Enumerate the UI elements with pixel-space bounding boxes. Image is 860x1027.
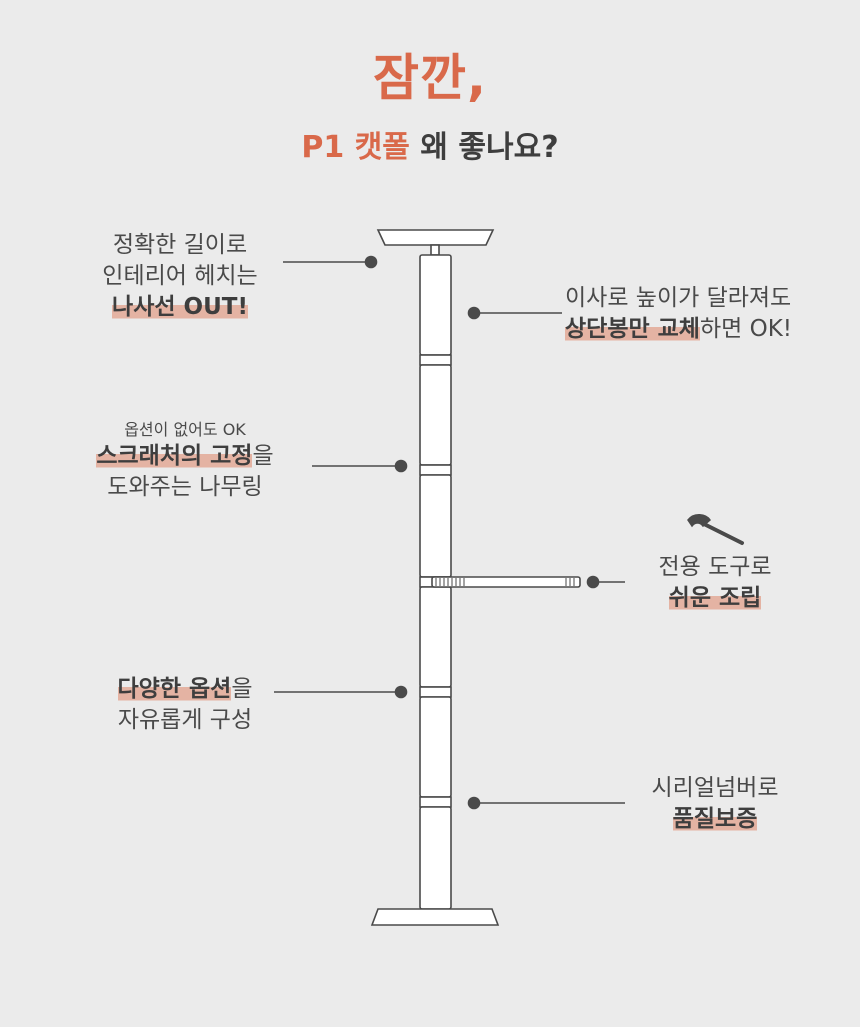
- feature-scratcher-highlight: 스크래처의 고정: [96, 443, 253, 469]
- feature-options: 다양한 옵션을 자유롭게 구성: [95, 674, 275, 736]
- feature-tool-line1: 전용 도구로: [658, 554, 772, 580]
- feature-tool: 전용 도구로 쉬운 조립: [640, 552, 790, 614]
- feature-scratcher-line3: 도와주는 나무링: [107, 474, 263, 500]
- top-plate: [376, 229, 495, 246]
- top-connector: [430, 244, 440, 256]
- feature-length-line1: 정확한 길이로: [112, 232, 248, 258]
- side-arm: [431, 576, 581, 588]
- subtitle: P1 캣폴 왜 좋나요?: [0, 122, 860, 166]
- feature-options-highlight: 다양한 옵션: [117, 676, 232, 702]
- wrench-icon: [687, 514, 744, 545]
- pole-segment: [419, 806, 452, 910]
- pole-segment: [419, 696, 452, 798]
- wood-ring: [419, 796, 452, 808]
- wood-ring: [419, 686, 452, 698]
- pole-segment: [419, 586, 452, 688]
- arm-grip: [435, 578, 575, 586]
- feature-height-tail: 하면 OK!: [699, 316, 793, 342]
- feature-length-highlight: 나사선 OUT!: [112, 294, 248, 320]
- feature-tool-highlight: 쉬운 조립: [668, 585, 762, 611]
- feature-height: 이사로 높이가 달라져도 상단봉만 교체하면 OK!: [565, 283, 845, 345]
- feature-height-highlight: 상단봉만 교체: [565, 316, 700, 342]
- feature-serial-highlight: 품질보증: [672, 806, 758, 832]
- feature-options-line2: 자유롭게 구성: [117, 707, 253, 733]
- pole-segment: [419, 474, 452, 578]
- wood-ring: [419, 354, 452, 366]
- pole-segment: [419, 364, 452, 466]
- feature-serial: 시리얼넘버로 품질보증: [635, 773, 795, 835]
- feature-length: 정확한 길이로 인테리어 헤치는 나사선 OUT!: [90, 230, 270, 323]
- subtitle-rest: 왜 좋나요?: [409, 130, 559, 165]
- feature-scratcher-small: 옵션이 없어도 OK: [124, 420, 246, 439]
- product-name: P1 캣폴: [301, 130, 410, 165]
- feature-options-tail: 을: [231, 676, 253, 702]
- feature-scratcher: 옵션이 없어도 OK 스크래처의 고정을 도와주는 나무링: [70, 419, 300, 503]
- feature-scratcher-tail: 을: [252, 443, 274, 469]
- feature-serial-line1: 시리얼넘버로: [651, 775, 779, 801]
- feature-height-line1: 이사로 높이가 달라져도: [565, 285, 792, 311]
- wood-ring: [419, 464, 452, 476]
- feature-length-line2: 인테리어 헤치는: [102, 263, 258, 289]
- pole-segment: [419, 254, 452, 356]
- main-title: 잠깐,: [373, 49, 487, 107]
- bottom-plate: [370, 908, 500, 926]
